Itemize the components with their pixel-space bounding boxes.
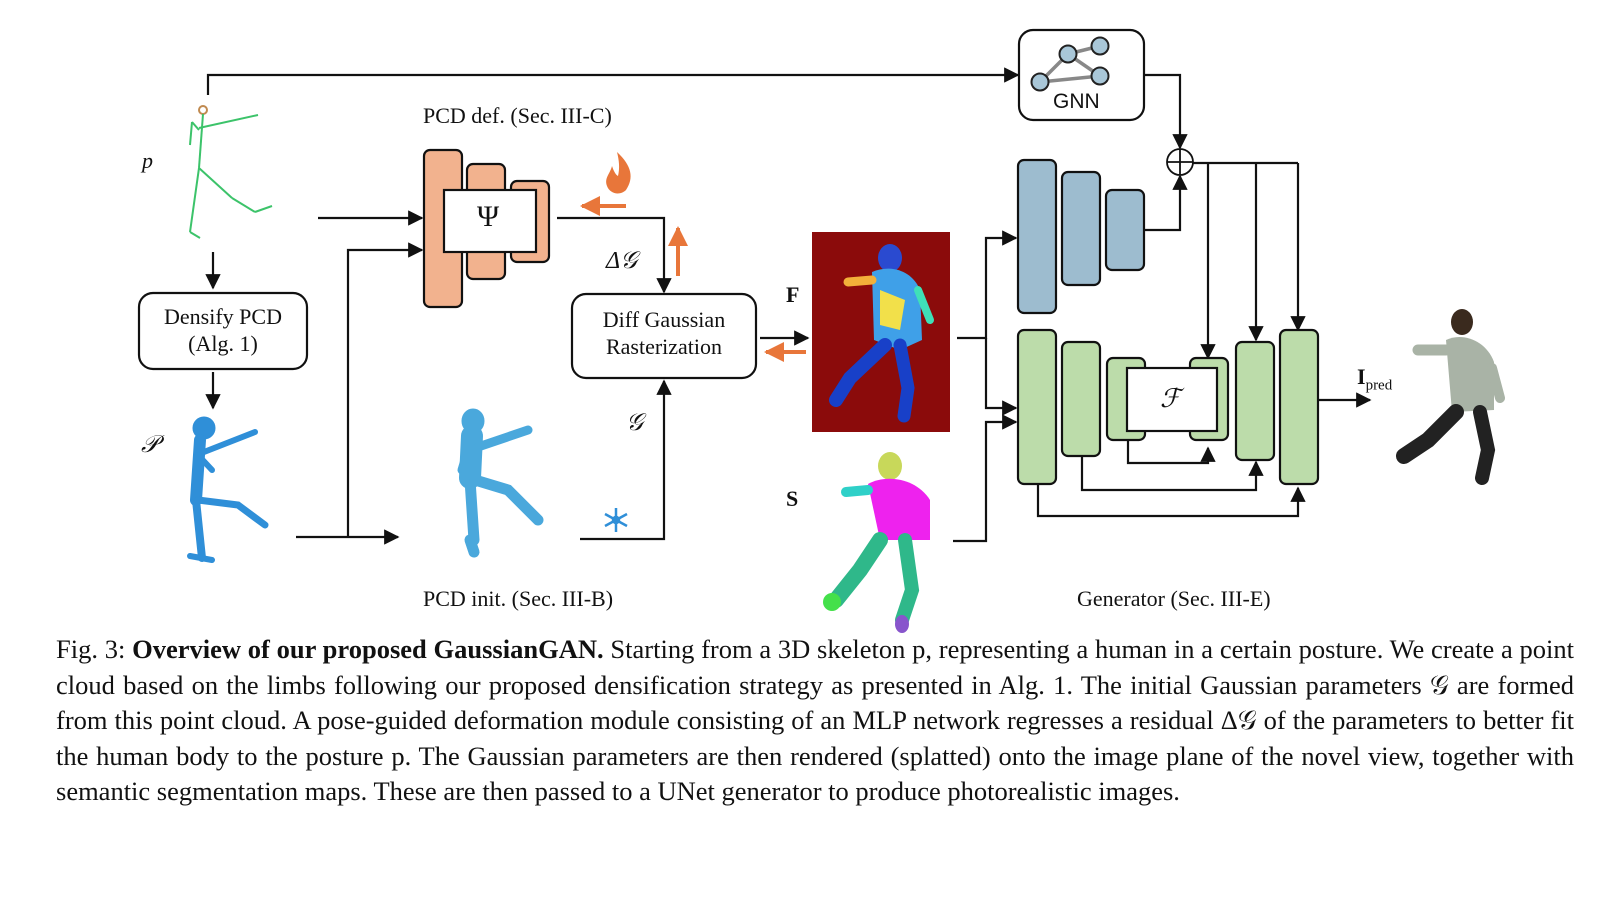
skeleton-to-gnn-arrow bbox=[206, 67, 1020, 95]
densify-line1: Densify PCD bbox=[164, 304, 282, 329]
segmentation-map-image bbox=[823, 452, 930, 633]
ipred-symbol: Ipred bbox=[1357, 364, 1392, 394]
generator-label: Generator (Sec. III-E) bbox=[1077, 586, 1271, 611]
encoder-to-sum-arrow bbox=[1145, 174, 1188, 232]
feature-map-image bbox=[812, 232, 950, 432]
output-person-image bbox=[1396, 309, 1505, 485]
densify-text: Densify PCD (Alg. 1) bbox=[139, 303, 307, 357]
psi-box bbox=[442, 188, 538, 254]
raster-text: Diff Gaussian Rasterization bbox=[572, 306, 756, 360]
decoder-block-2 bbox=[1060, 340, 1102, 458]
skip-mid-arrow bbox=[1080, 457, 1264, 492]
caption-title: Overview of our proposed GaussianGAN. bbox=[132, 634, 604, 664]
figure-caption: Fig. 3: Overview of our proposed Gaussia… bbox=[56, 632, 1574, 810]
g-symbol: 𝒢 bbox=[626, 410, 644, 436]
feature-f-symbol: ℱ bbox=[1160, 384, 1181, 413]
deform-to-raster-arrow bbox=[557, 216, 672, 294]
pointcloud-figure bbox=[187, 416, 269, 563]
ipred-main: I bbox=[1357, 364, 1366, 389]
encoder-block-2 bbox=[1060, 170, 1102, 287]
circled-plus-icon bbox=[1166, 148, 1194, 176]
decoder-block-1 bbox=[1016, 328, 1058, 486]
raster-line1: Diff Gaussian bbox=[602, 307, 726, 332]
ipred-sub: pred bbox=[1365, 377, 1393, 394]
skip-outer-arrow bbox=[1036, 485, 1306, 518]
decoder-block-6 bbox=[1278, 328, 1320, 486]
feature-symbol: F bbox=[786, 282, 800, 307]
skip-inner-arrow bbox=[1126, 440, 1216, 465]
caption-fig-label: Fig. 3: bbox=[56, 634, 126, 664]
gnn-to-sum-arrow bbox=[1144, 73, 1188, 150]
feature-f-box bbox=[1125, 366, 1219, 433]
densify-box bbox=[137, 291, 309, 371]
encoder bbox=[1016, 158, 1146, 315]
pointcloud-symbol: 𝒫 bbox=[141, 432, 159, 458]
snowflake-icon bbox=[604, 508, 628, 532]
pcd-def-label: PCD def. (Sec. III-C) bbox=[423, 103, 612, 128]
pcd-init-label: PCD init. (Sec. III-B) bbox=[423, 586, 614, 611]
feature-to-encoder-arrow bbox=[957, 230, 1018, 340]
gnn-box bbox=[1017, 28, 1146, 122]
skeleton-symbol: p bbox=[142, 148, 153, 173]
connector-lines bbox=[205, 67, 1372, 545]
psi-symbol: Ψ bbox=[477, 200, 500, 233]
raster-box bbox=[570, 292, 758, 380]
raster-line2: Rasterization bbox=[605, 334, 723, 359]
encoder-block-1 bbox=[1016, 158, 1058, 315]
deform-module bbox=[422, 148, 551, 309]
init-figure bbox=[457, 408, 544, 558]
seg-to-decoder-arrow bbox=[953, 414, 1018, 543]
graph-icon bbox=[1030, 36, 1110, 92]
densify-line2: (Alg. 1) bbox=[188, 331, 258, 356]
feature-to-decoder-arrow bbox=[984, 338, 1018, 416]
decoder bbox=[1016, 328, 1320, 486]
seg-symbol: S bbox=[786, 486, 799, 511]
gnn-label: GNN bbox=[1053, 90, 1100, 113]
delta-g-symbol: Δ𝒢 bbox=[606, 248, 638, 274]
init-to-raster-arrow bbox=[580, 379, 672, 541]
encoder-block-3 bbox=[1104, 188, 1146, 272]
decoder-block-5 bbox=[1234, 340, 1276, 462]
pcd-to-deform-arrow bbox=[346, 242, 424, 537]
skeleton-figure bbox=[189, 105, 273, 239]
fire-icon bbox=[606, 152, 631, 194]
caption-body: Starting from a 3D skeleton p, represent… bbox=[56, 634, 1575, 806]
orange-arrows bbox=[580, 196, 806, 362]
